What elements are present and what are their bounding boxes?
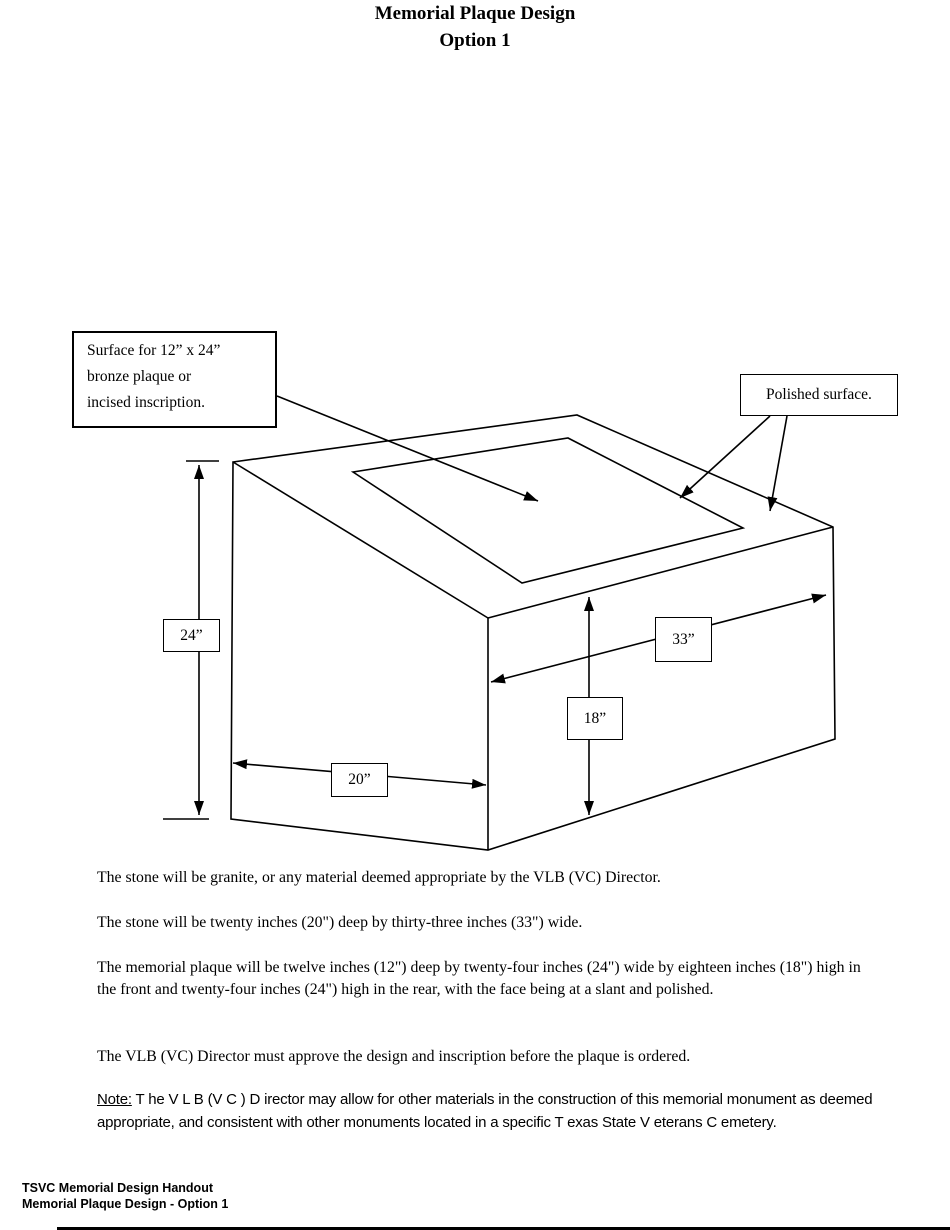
plaque-callout-line1: Surface for 12” x 24” [87,342,221,359]
dim-label-20: 20” [331,763,388,797]
plaque-callout-line2: bronze plaque or [87,368,192,385]
dim-label-33: 33” [655,617,712,662]
polished-surface-callout: Polished surface. [740,374,898,416]
stone-edge-slant-left [232,461,489,619]
note-label: Note: [97,1091,132,1108]
note-text: T he V L B (V C ) D irector may allow fo… [97,1091,873,1131]
plaque-surface-outline [350,437,746,584]
plaque-callout-arrow [276,395,539,502]
paragraph-approval: The VLB (VC) Director must approve the d… [97,1048,691,1065]
plaque-callout-line3: incised inscription. [87,394,205,411]
polished-callout-arrow-1 [679,415,771,499]
footer-line2: Memorial Plaque Design - Option 1 [22,1196,229,1211]
plaque-surface-callout: Surface for 12” x 24” bronze plaque or i… [72,331,277,428]
dim-label-33-text: 33” [672,630,695,648]
paragraph-note: Note: T he V L B (V C ) D irector may al… [97,1089,880,1134]
dim-label-20-text: 20” [348,771,371,788]
paragraph-plaque-size: The memorial plaque will be twelve inche… [97,959,861,998]
dim-label-18-text: 18” [583,709,607,727]
polished-callout-arrow-2 [767,415,788,512]
page-title-line2: Option 1 [439,30,511,51]
paragraph-material: The stone will be granite, or any materi… [97,869,661,886]
paragraph-stone-size: The stone will be twenty inches (20") de… [97,914,583,931]
page-title-line1: Memorial Plaque Design [374,3,576,24]
dim-label-18: 18” [567,697,623,740]
polished-callout-label: Polished surface. [766,386,872,403]
dim-label-24-text: 24” [180,626,203,644]
stone-outline [230,414,836,851]
page-title: Memorial Plaque Design Option 1 [0,0,950,54]
dim-label-24: 24” [163,619,220,652]
footer-line1: TSVC Memorial Design Handout [22,1181,213,1195]
footer: TSVC Memorial Design Handout Memorial Pl… [22,1181,228,1212]
page-bottom-edge [57,1227,950,1230]
